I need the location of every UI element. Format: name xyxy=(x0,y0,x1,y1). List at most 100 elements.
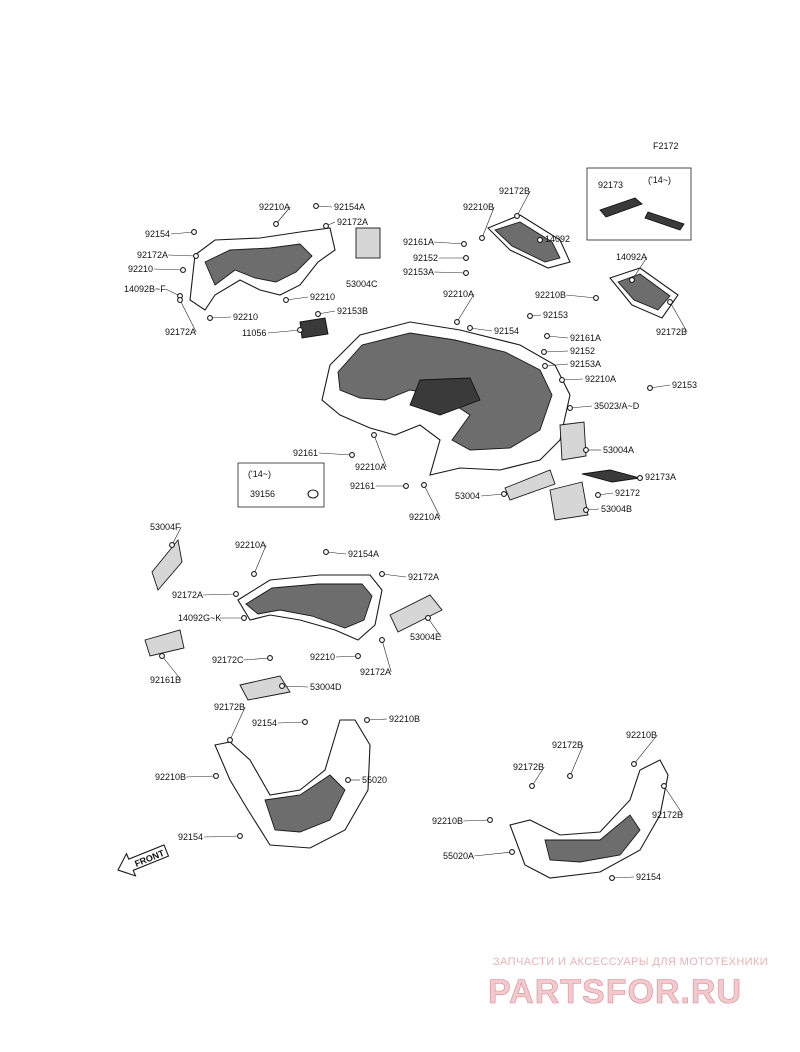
fastener-icon xyxy=(169,542,175,548)
callout-92172a: 92172A xyxy=(172,590,203,600)
variant-box-top xyxy=(586,167,692,241)
callout-14092: 14092 xyxy=(545,234,570,244)
leader-line xyxy=(561,378,584,381)
callout-92154: 92154 xyxy=(252,718,277,728)
leader-line xyxy=(203,835,241,838)
cap-39156 xyxy=(307,489,319,499)
leader-line xyxy=(649,384,671,389)
fender-14092b-shading xyxy=(204,243,313,286)
fastener-icon xyxy=(567,405,573,411)
leader-line xyxy=(179,299,197,333)
panel-53004c xyxy=(355,227,381,259)
fastener-icon xyxy=(509,849,515,855)
fastener-icon xyxy=(631,761,637,767)
callout-92173a: 92173A xyxy=(645,472,676,482)
callout-35023-a-d: 35023/A~D xyxy=(594,401,640,411)
fastener-icon xyxy=(267,655,273,661)
leader-line xyxy=(434,241,465,245)
fastener-icon xyxy=(227,737,233,743)
callout-92210b: 92210B xyxy=(155,772,186,782)
leader-line xyxy=(285,296,309,301)
callout-92172a: 92172A xyxy=(337,217,368,227)
panel-53004d xyxy=(239,675,291,701)
watermark-logo: PARTSFOR.RU xyxy=(488,973,742,1011)
fastener-icon xyxy=(667,299,673,305)
callout-92154a: 92154A xyxy=(348,549,379,559)
callout-92210a: 92210A xyxy=(355,462,386,472)
callout-14092g-k: 14092G~K xyxy=(178,613,221,623)
leader-line xyxy=(480,493,505,497)
fastener-icon xyxy=(345,777,351,783)
leader-line xyxy=(381,573,407,578)
fastener-icon xyxy=(661,783,667,789)
leader-line xyxy=(170,231,195,235)
leader-line xyxy=(277,721,306,724)
fastener-icon xyxy=(283,297,289,303)
callout-92210b: 92210B xyxy=(389,714,420,724)
callout-92210a: 92210A xyxy=(259,202,290,212)
leader-line xyxy=(566,294,597,299)
fastener-icon xyxy=(637,475,643,481)
fastener-icon xyxy=(379,571,385,577)
callout-92154: 92154 xyxy=(636,872,661,882)
leader-line xyxy=(546,335,569,339)
fastener-icon xyxy=(487,817,493,823)
leader-line xyxy=(631,256,648,281)
fastener-icon xyxy=(501,491,507,497)
callout-92172b: 92172B xyxy=(214,702,245,712)
leader-line xyxy=(168,254,197,257)
leader-line xyxy=(229,706,246,741)
callout-92210a: 92210A xyxy=(409,512,440,522)
fastener-icon xyxy=(403,483,409,489)
fastener-icon xyxy=(629,277,635,283)
callout-53004c: 53004C xyxy=(346,279,378,289)
fender-14092a-shading xyxy=(617,273,671,311)
callout-53004e: 53004E xyxy=(410,632,441,642)
leader-line xyxy=(611,876,635,879)
callout-92161a: 92161A xyxy=(403,237,434,247)
leader-line xyxy=(633,734,658,765)
callout-92210: 92210 xyxy=(310,292,335,302)
panel-53004a xyxy=(559,421,587,461)
fastener-icon xyxy=(364,717,370,723)
callout-92210a: 92210A xyxy=(585,374,616,384)
fastener-icon xyxy=(313,203,319,209)
fastener-icon xyxy=(177,297,183,303)
callout-53004b: 53004B xyxy=(601,504,632,514)
variant-box-top-label: ('14~) xyxy=(648,175,671,185)
callout-14092b-f: 14092B~F xyxy=(124,284,166,294)
callout-92161: 92161 xyxy=(293,448,318,458)
fastener-icon xyxy=(297,327,303,333)
leader-line xyxy=(516,190,531,217)
callout-92173: 92173 xyxy=(598,180,623,190)
callout-92172b: 92172B xyxy=(652,810,683,820)
fastener-icon xyxy=(323,549,329,555)
panel-53004e xyxy=(389,594,443,633)
fastener-icon xyxy=(559,377,565,383)
fastener-icon xyxy=(461,241,467,247)
fastener-icon xyxy=(273,221,279,227)
diagram-code: F2172 xyxy=(653,141,679,151)
callout-92152: 92152 xyxy=(413,253,438,263)
callout-92172a: 92172A xyxy=(165,327,196,337)
callout-92210a: 92210A xyxy=(235,540,266,550)
callout-92210: 92210 xyxy=(128,264,153,274)
callout-53004d: 53004D xyxy=(310,682,342,692)
leader-line xyxy=(569,744,584,777)
leader-line xyxy=(373,434,387,468)
callout-92210: 92210 xyxy=(233,312,258,322)
footrest-55020a-floor xyxy=(544,814,641,863)
leader-line xyxy=(531,766,545,787)
callout-92161a: 92161A xyxy=(570,333,601,343)
leader-lines xyxy=(153,190,688,881)
leader-line xyxy=(243,657,271,661)
fastener-icon xyxy=(371,432,377,438)
callout-92172: 92172 xyxy=(615,488,640,498)
leader-line xyxy=(186,775,217,778)
callout-55020: 55020 xyxy=(362,775,387,785)
leader-line xyxy=(469,327,493,332)
leader-line xyxy=(569,405,593,409)
fastener-icon xyxy=(544,333,550,339)
